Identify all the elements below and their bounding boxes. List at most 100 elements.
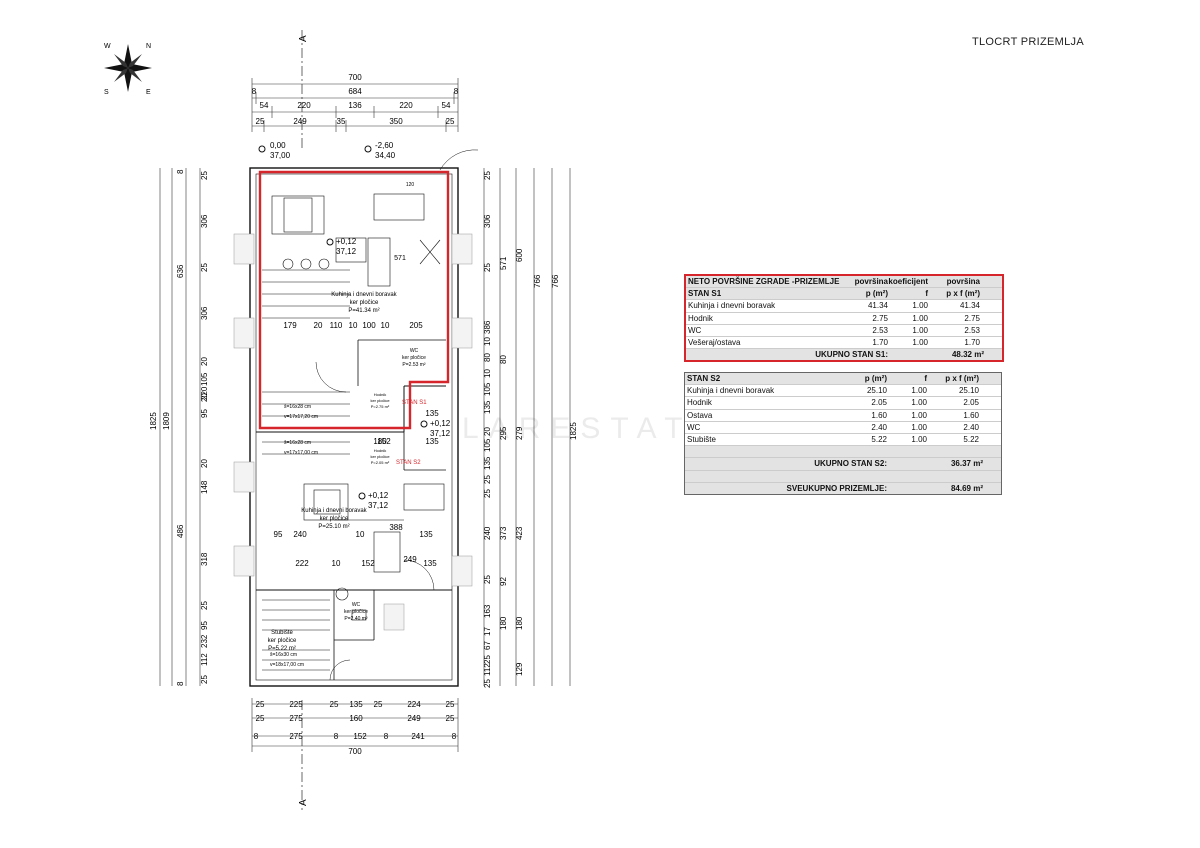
- table-total-row: UKUPNO STAN S2: 36.37 m²: [685, 458, 1001, 471]
- room-f: 1.00: [912, 325, 928, 335]
- table-row: Stubište 5.22 1.00 5.22: [685, 434, 1001, 447]
- room-4-name: Hodnik: [374, 448, 386, 453]
- table-title-row: NETO POVRŠINE ZGRADE -PRIZEMLJE površina…: [686, 276, 1002, 289]
- dim-bot-r1-4: 25: [374, 700, 383, 709]
- room-5-area: P=2.40 m²: [344, 616, 368, 622]
- dim-right-i3: 386: [483, 320, 492, 334]
- room-1-name: WC: [410, 348, 419, 354]
- top-dimension-texts: 700 8 684 8 54 220 136 220 54 25 249 35 …: [252, 73, 459, 126]
- dim-bot-r3-6: 8: [452, 732, 457, 741]
- header-p: p (m²): [865, 289, 888, 299]
- dim-bot-r2-1: 275: [289, 714, 303, 723]
- room-f: 1.00: [912, 301, 928, 311]
- dim-left-i5: 105: [200, 372, 209, 386]
- dim-bot-r2-2: 160: [349, 714, 363, 723]
- room-p: 41.34: [867, 301, 888, 311]
- dim-top-25a: 25: [256, 117, 265, 126]
- dim-left-8b: 8: [176, 681, 185, 686]
- room-name: Ostava: [687, 410, 713, 420]
- table-spacer-row: [685, 470, 1001, 483]
- dim-top-35: 35: [337, 117, 346, 126]
- room-labels: Kuhinja i dnevni boravak ker pločice P=4…: [268, 292, 427, 652]
- int-dim-u4: 100: [362, 321, 376, 330]
- dim-right-i21: 25: [483, 679, 492, 688]
- int-dim-l2-1: 10: [332, 559, 341, 568]
- room-5-name: WC: [352, 602, 361, 608]
- room-3-finish: ker pločice: [320, 516, 349, 522]
- dim-left-1825: 1825: [149, 412, 158, 430]
- room-f: 1.00: [912, 337, 928, 347]
- dim-right-i2: 25: [483, 263, 492, 272]
- room-pf: 5.22: [963, 434, 979, 444]
- unit-name: STAN S2: [687, 374, 721, 383]
- stair-note-1: v=17x17,20 cm: [284, 414, 318, 420]
- dim-top-54a: 54: [260, 101, 269, 110]
- dim-bot-r3-4: 8: [384, 732, 389, 741]
- room-f: 1.00: [911, 434, 927, 444]
- int-dim-m6: 388: [389, 523, 403, 532]
- dim-left-636: 636: [176, 264, 185, 278]
- dim-bot-r3-1: 275: [289, 732, 303, 741]
- stair-notes: š=16x28 cm v=17x17,20 cm š=16x28 cm v=17…: [270, 404, 318, 668]
- table-row: Kuhinja i dnevni boravak 25.10 1.00 25.1…: [685, 385, 1001, 398]
- unit-name: STAN S1: [688, 289, 722, 299]
- room-pf: 2.53: [964, 325, 980, 335]
- dim-left-486: 486: [176, 524, 185, 538]
- dim-bot-r2-4: 25: [446, 714, 455, 723]
- dim-left-i2: 25: [200, 263, 209, 272]
- grand-total-label: SVEUKUPNO PRIZEMLJE:: [786, 483, 887, 493]
- room-name: Vešeraj/ostava: [688, 337, 741, 347]
- building-walls: [249, 149, 479, 687]
- unit-tag-s2: STAN S2: [396, 460, 421, 466]
- dim-top-684: 684: [348, 87, 362, 96]
- room-p: 2.05: [871, 398, 887, 408]
- room-p: 2.75: [872, 313, 888, 323]
- dim-right-i13: 25: [483, 489, 492, 498]
- dim-right-i16: 163: [483, 604, 492, 618]
- room-p: 1.60: [871, 410, 887, 420]
- header-f: f: [924, 374, 927, 383]
- dim-bot-r1-6: 25: [446, 700, 455, 709]
- room-name: Kuhinja i dnevni boravak: [688, 301, 776, 311]
- dim-right-i15: 25: [483, 575, 492, 584]
- dim-bot-r1-5: 224: [407, 700, 421, 709]
- room-name: Kuhinja i dnevni boravak: [687, 386, 775, 396]
- area-table-s2: STAN S2 p (m²) f p x f (m²) Kuhinja i dn…: [684, 372, 1002, 495]
- dim-bot-r1-3: 135: [349, 700, 363, 709]
- dim-left-i11: 318: [200, 552, 209, 566]
- int-dim-l2: 10: [356, 530, 365, 539]
- room-0-area: P=41.34 m²: [348, 308, 379, 314]
- dim-left-1809: 1809: [162, 412, 171, 430]
- right-dimension-texts: 25 306 25 386 10 80 10 105 135 20 105 13…: [483, 171, 578, 688]
- level-0-value: 0,00: [270, 141, 286, 150]
- int-dim-l3: 135: [419, 530, 433, 539]
- level-2-abs: 37,12: [336, 247, 357, 256]
- dim-top-249: 249: [293, 117, 307, 126]
- room-p: 2.40: [871, 422, 887, 432]
- int-dim-l2-2: 152: [361, 559, 375, 568]
- dim-left-i8: 95: [200, 409, 209, 418]
- room-pf: 2.75: [964, 313, 980, 323]
- dim-left-i1: 306: [200, 214, 209, 228]
- room-2-name: Hodnik: [374, 392, 386, 397]
- int-dim-m7: 249: [403, 555, 417, 564]
- room-3-area: P=25.10 m²: [318, 524, 349, 530]
- room-name: WC: [688, 325, 702, 335]
- room-6-finish: ker pločice: [268, 638, 297, 644]
- stair-note-5: v=18x17,00 cm: [270, 662, 304, 668]
- dim-left-i6: 20: [200, 393, 209, 402]
- table-spacer-row: [685, 446, 1001, 459]
- dim-right-i12: 25: [483, 475, 492, 484]
- dim-bot-r2-3: 249: [407, 714, 421, 723]
- dim-right-i8: 135: [483, 400, 492, 414]
- dim-right-i11: 135: [483, 456, 492, 470]
- dim-right-c3-0: 600: [515, 248, 524, 262]
- dim-left-i9: 20: [200, 459, 209, 468]
- header-f: f: [925, 289, 928, 299]
- dim-left-i0: 25: [200, 171, 209, 180]
- int-dim-u6: 205: [409, 321, 423, 330]
- dim-right-c2-2: 295: [499, 426, 508, 440]
- room-p: 25.10: [866, 386, 887, 396]
- north-arrow-letter-n: N: [146, 43, 151, 50]
